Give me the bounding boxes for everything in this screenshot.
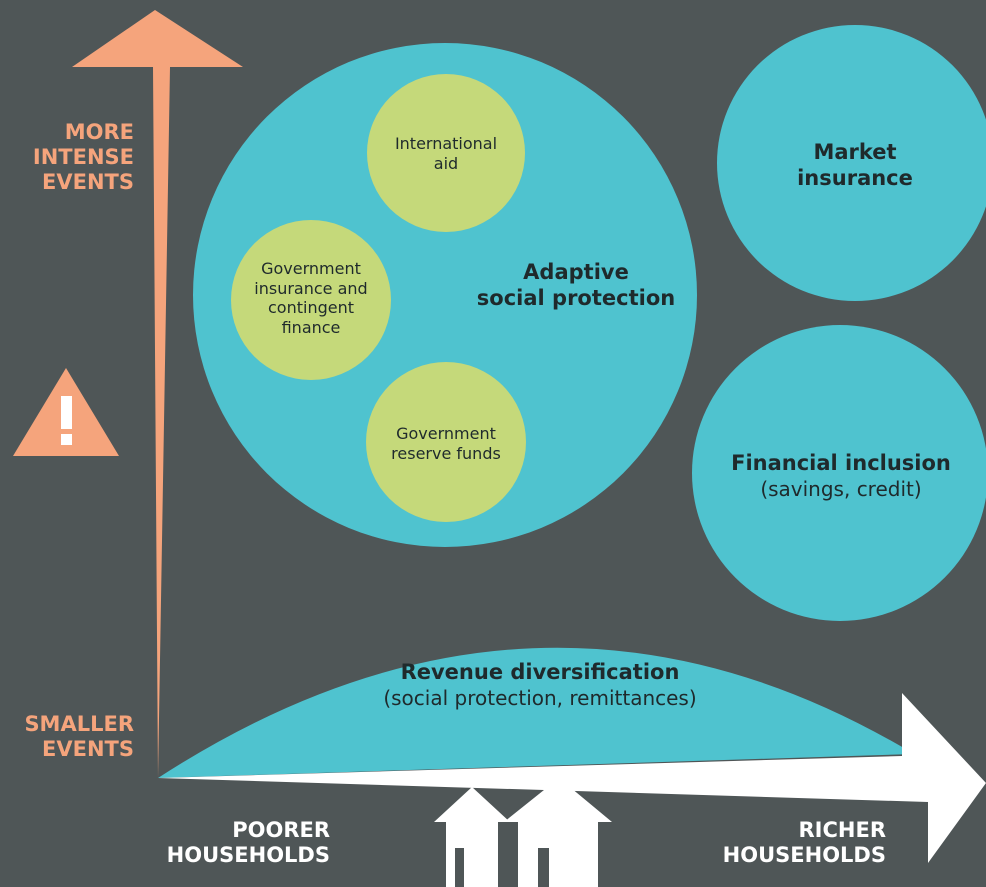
international-aid-label: International aid — [376, 134, 516, 173]
warning-icon — [13, 368, 119, 456]
label-line: International — [394, 134, 498, 153]
label-line: social protection — [476, 285, 676, 310]
label-line: SMALLER — [24, 712, 134, 736]
label-line: POORER — [232, 818, 330, 842]
government-insurance-circle — [231, 220, 391, 380]
label-line: contingent — [268, 298, 354, 318]
label-line: Market — [813, 140, 897, 164]
label-line: aid — [433, 153, 459, 173]
market-insurance-label: Market insurance — [770, 140, 940, 191]
market-insurance-circle — [717, 25, 986, 301]
label-line: insurance and — [254, 278, 368, 298]
smaller-events-label: SMALLER EVENTS — [2, 712, 134, 762]
financial-inclusion-subtitle: (savings, credit) — [760, 476, 922, 501]
revenue-diversification-subtitle: (social protection, remittances) — [383, 685, 697, 710]
revenue-diversification-label: Revenue diversification (social protecti… — [330, 660, 750, 710]
label-line: reserve funds — [391, 443, 501, 463]
label-line: EVENTS — [42, 737, 134, 762]
adaptive-social-protection-label: Adaptive social protection — [456, 260, 696, 311]
revenue-diversification-shape — [158, 647, 914, 778]
government-reserve-label: Government reserve funds — [371, 424, 521, 463]
label-line: Government — [396, 424, 496, 443]
financial-inclusion-title: Financial inclusion — [731, 451, 951, 475]
label-line: HOUSEHOLDS — [166, 843, 330, 868]
adaptive-social-protection-circle — [193, 43, 697, 547]
label-line: INTENSE — [32, 145, 134, 170]
label-line: EVENTS — [42, 170, 134, 195]
financial-inclusion-circle — [692, 325, 986, 621]
international-aid-circle — [367, 74, 525, 232]
label-line: Government — [261, 259, 361, 278]
label-line: insurance — [797, 165, 913, 190]
label-line: RICHER — [798, 818, 887, 842]
label-line: HOUSEHOLDS — [722, 843, 886, 868]
richer-households-label: RICHER HOUSEHOLDS — [686, 818, 886, 868]
government-insurance-label: Government insurance and contingent fina… — [236, 259, 386, 337]
more-intense-events-label: MORE INTENSE EVENTS — [2, 120, 134, 196]
financial-inclusion-label: Financial inclusion (savings, credit) — [710, 451, 972, 501]
revenue-diversification-title: Revenue diversification — [400, 660, 680, 684]
wealth-axis-arrow — [158, 693, 986, 863]
government-reserve-circle — [366, 362, 526, 522]
poorer-households-label: POORER HOUSEHOLDS — [110, 818, 330, 868]
label-line: finance — [281, 317, 341, 337]
label-line: MORE — [64, 120, 134, 144]
intensity-axis-arrow — [72, 10, 243, 778]
label-line: Adaptive — [523, 260, 629, 284]
houses-icon — [434, 778, 612, 887]
